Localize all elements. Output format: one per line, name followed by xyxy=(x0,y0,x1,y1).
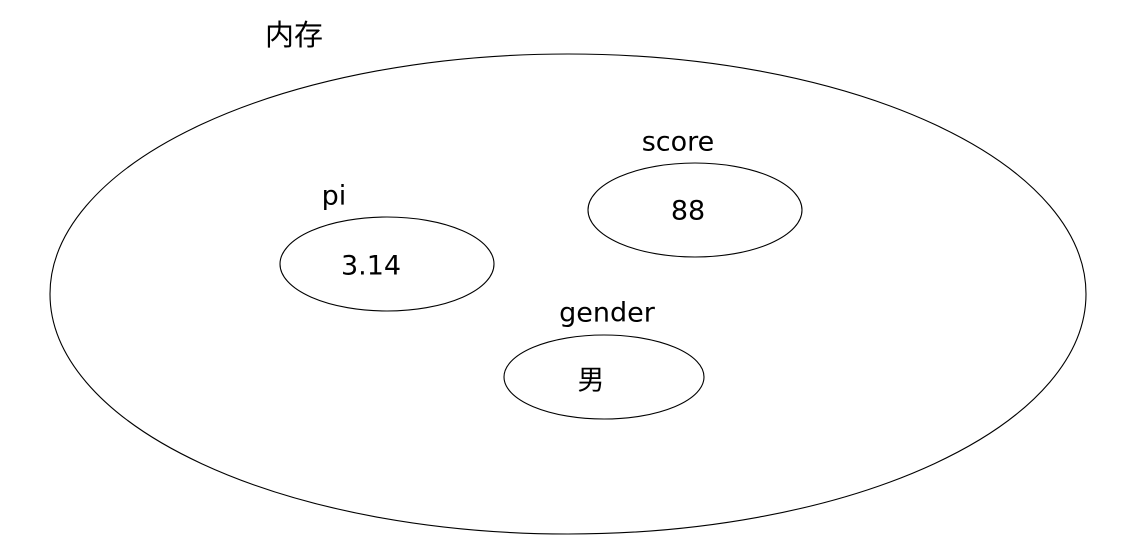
variable-label-pi: pi xyxy=(322,181,347,212)
variable-value-gender: 男 xyxy=(578,366,605,397)
memory-container-ellipse xyxy=(49,53,1087,535)
variable-ellipse-gender xyxy=(503,334,705,420)
memory-container-label: 内存 xyxy=(265,18,323,52)
variable-ellipse-pi xyxy=(279,216,495,312)
variable-label-gender: gender xyxy=(559,298,656,329)
variable-label-score: score xyxy=(642,127,715,158)
variable-value-score: 88 xyxy=(671,196,705,227)
variable-ellipse-score xyxy=(587,162,803,258)
variable-value-pi: 3.14 xyxy=(341,251,401,282)
